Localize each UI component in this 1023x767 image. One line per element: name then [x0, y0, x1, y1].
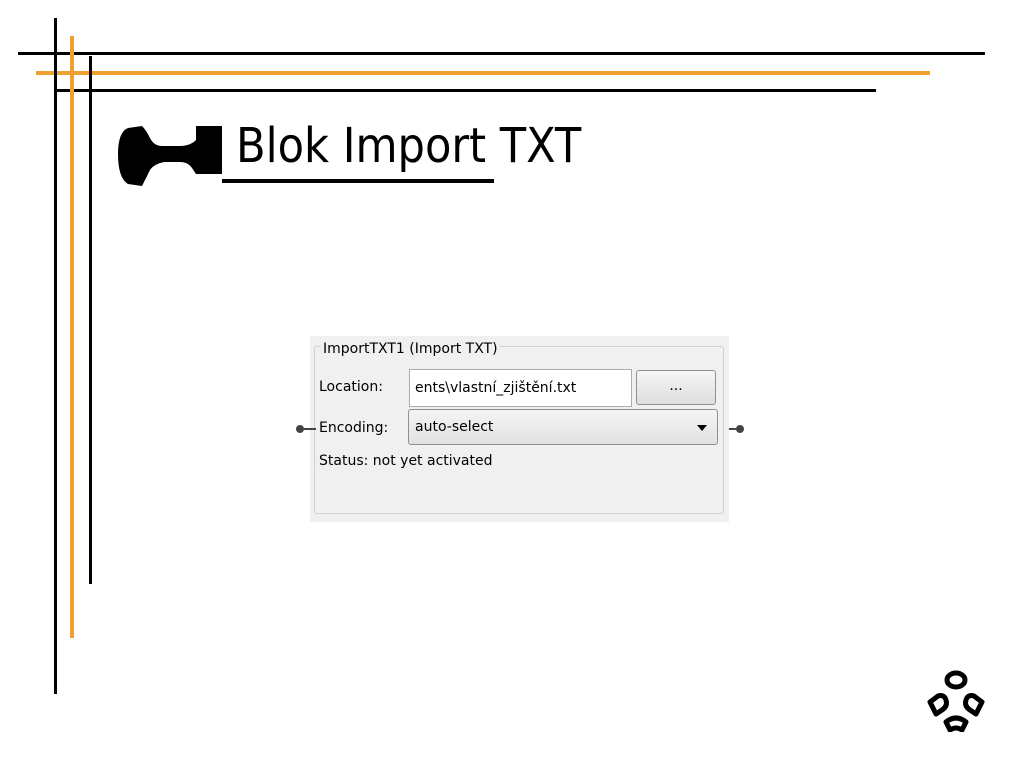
frame-line-top-black-inner — [56, 89, 876, 92]
output-port-icon[interactable] — [736, 425, 744, 433]
frame-line-left-orange — [70, 36, 74, 638]
frame-line-top-black — [18, 52, 985, 55]
title-underline — [222, 179, 494, 183]
group-title: ImportTXT1 (Import TXT) — [321, 340, 500, 358]
input-port-stub — [302, 428, 316, 430]
input-port-icon[interactable] — [296, 425, 304, 433]
location-label: Location: — [319, 379, 383, 395]
groupbox-frame — [314, 346, 724, 514]
location-input[interactable]: ents\vlastní_zjištění.txt — [409, 369, 632, 407]
encoding-label: Encoding: — [319, 420, 389, 436]
chevron-down-icon — [697, 425, 707, 431]
frame-line-left-black-inner — [89, 56, 92, 584]
status-text: Status: not yet activated — [319, 453, 493, 469]
title-bullet-shape — [118, 126, 222, 186]
frame-line-left-black-outer — [54, 18, 57, 694]
output-port-stub — [729, 428, 738, 430]
encoding-select-value: auto-select — [415, 419, 494, 435]
page-title: Blok Import TXT — [236, 118, 582, 174]
encoding-select[interactable]: auto-select — [408, 409, 718, 445]
browse-button[interactable]: ... — [636, 370, 716, 405]
bbd-logo-icon — [927, 670, 985, 732]
frame-line-top-orange — [36, 71, 930, 75]
